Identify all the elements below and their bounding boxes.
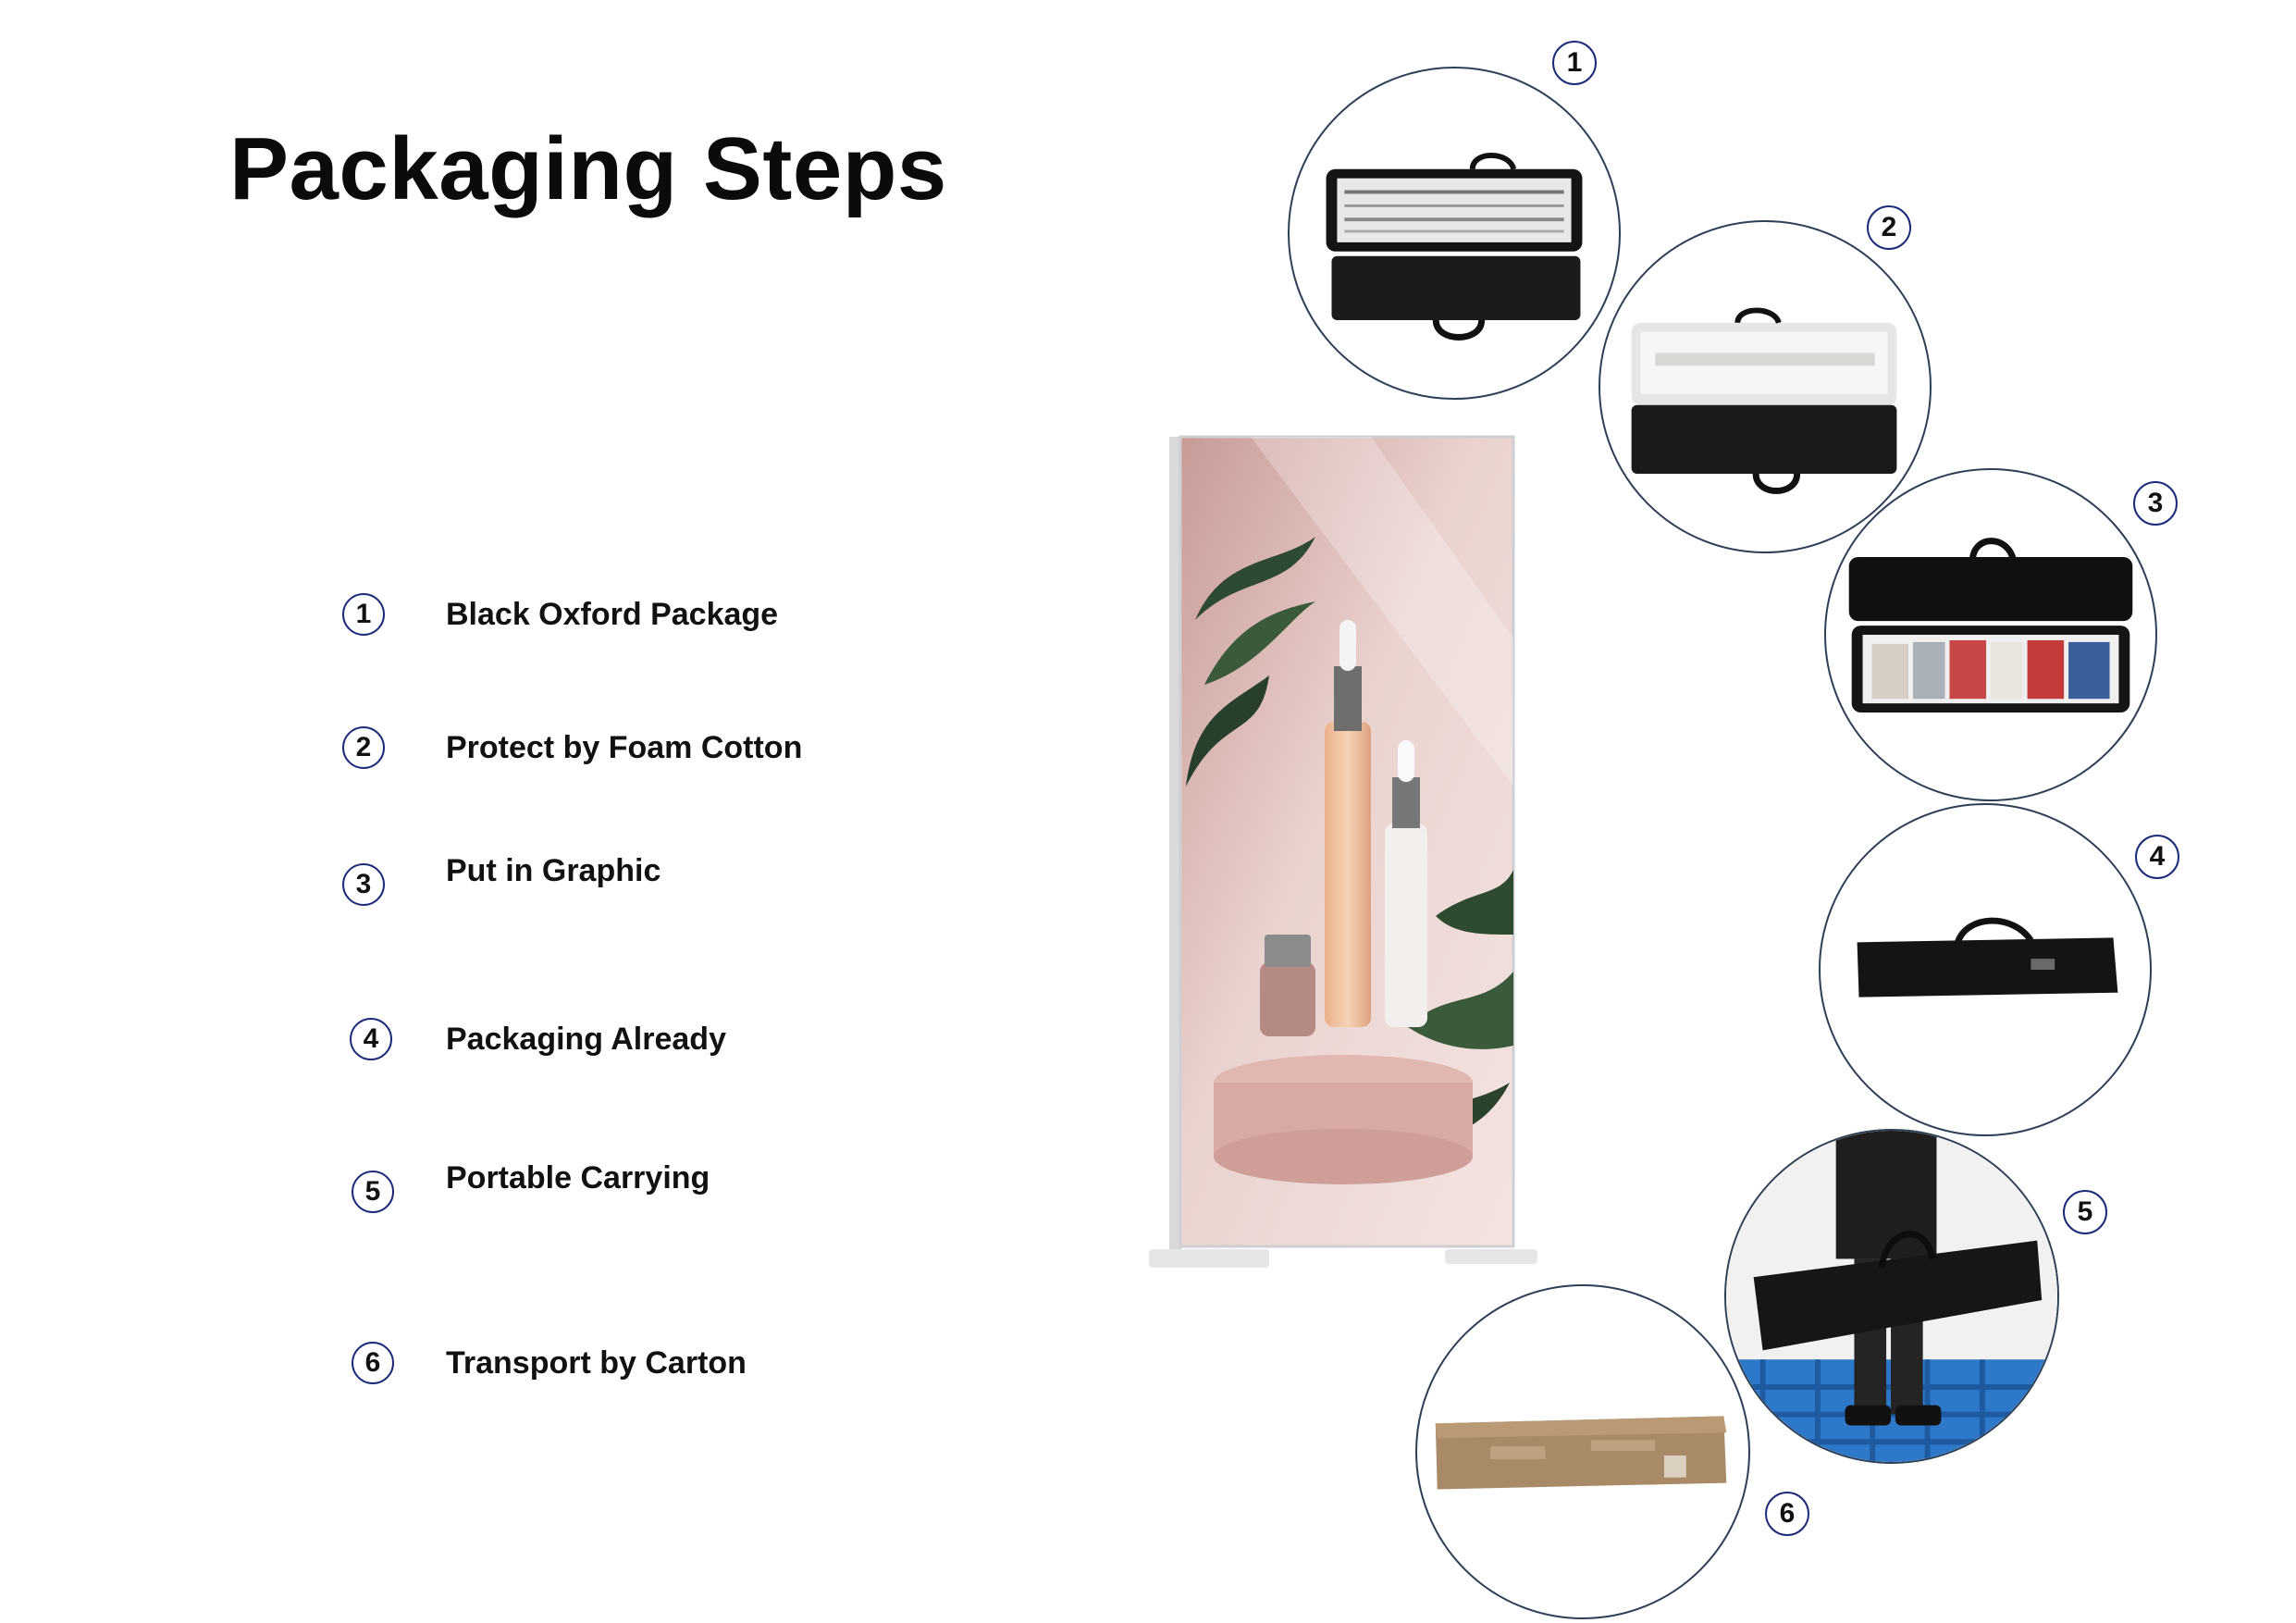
step-6: 6 Transport by Carton bbox=[352, 1337, 747, 1389]
step-5: 5 Portable Carrying bbox=[352, 1160, 710, 1218]
step-number-badge: 1 bbox=[342, 593, 385, 636]
step-label: Put in Graphic bbox=[446, 853, 661, 888]
closed-bag-photo-icon bbox=[1857, 917, 2118, 997]
step-label: Black Oxford Package bbox=[446, 596, 779, 632]
step-label: Transport by Carton bbox=[446, 1344, 747, 1381]
step-1-photo bbox=[1288, 67, 1621, 400]
open-bag-with-frame-photo-icon bbox=[1326, 153, 1583, 341]
photo-3-number-badge: 3 bbox=[2133, 481, 2178, 526]
photo-4-number-badge: 4 bbox=[2135, 835, 2179, 879]
photo-5-number-badge: 5 bbox=[2063, 1190, 2107, 1234]
step-number-badge: 4 bbox=[350, 1018, 392, 1060]
page-title: Packaging Steps bbox=[229, 119, 947, 218]
step-3-photo bbox=[1824, 468, 2157, 801]
step-number-badge: 5 bbox=[352, 1171, 394, 1213]
step-4-photo bbox=[1819, 803, 2152, 1136]
step-2-photo bbox=[1599, 220, 1932, 553]
step-label: Packaging Already bbox=[446, 1021, 726, 1057]
step-6-photo bbox=[1415, 1284, 1750, 1619]
step-label: Protect by Foam Cotton bbox=[446, 729, 803, 765]
step-4: 4 Packaging Already bbox=[350, 1013, 726, 1065]
lightbox-display-image bbox=[1130, 435, 1556, 1295]
carton-box-photo-icon bbox=[1435, 1416, 1727, 1490]
bag-with-foam-photo-icon bbox=[1631, 307, 1897, 494]
person-carrying-bag-photo-icon bbox=[1726, 1131, 2057, 1462]
step-number-badge: 3 bbox=[342, 863, 385, 906]
step-5-photo bbox=[1724, 1129, 2059, 1464]
step-label: Portable Carrying bbox=[446, 1160, 710, 1196]
lightbox-display-cosmetics-icon bbox=[1149, 435, 1537, 1268]
step-2: 2 Protect by Foam Cotton bbox=[342, 722, 802, 774]
photo-2-number-badge: 2 bbox=[1867, 205, 1911, 250]
bag-with-graphic-photo-icon bbox=[1848, 538, 2133, 713]
step-1: 1 Black Oxford Package bbox=[342, 588, 778, 640]
photo-6-number-badge: 6 bbox=[1765, 1492, 1809, 1536]
step-3: 3 Put in Graphic bbox=[342, 853, 660, 911]
step-number-badge: 2 bbox=[342, 726, 385, 769]
photo-1-number-badge: 1 bbox=[1552, 41, 1597, 85]
step-number-badge: 6 bbox=[352, 1342, 394, 1384]
